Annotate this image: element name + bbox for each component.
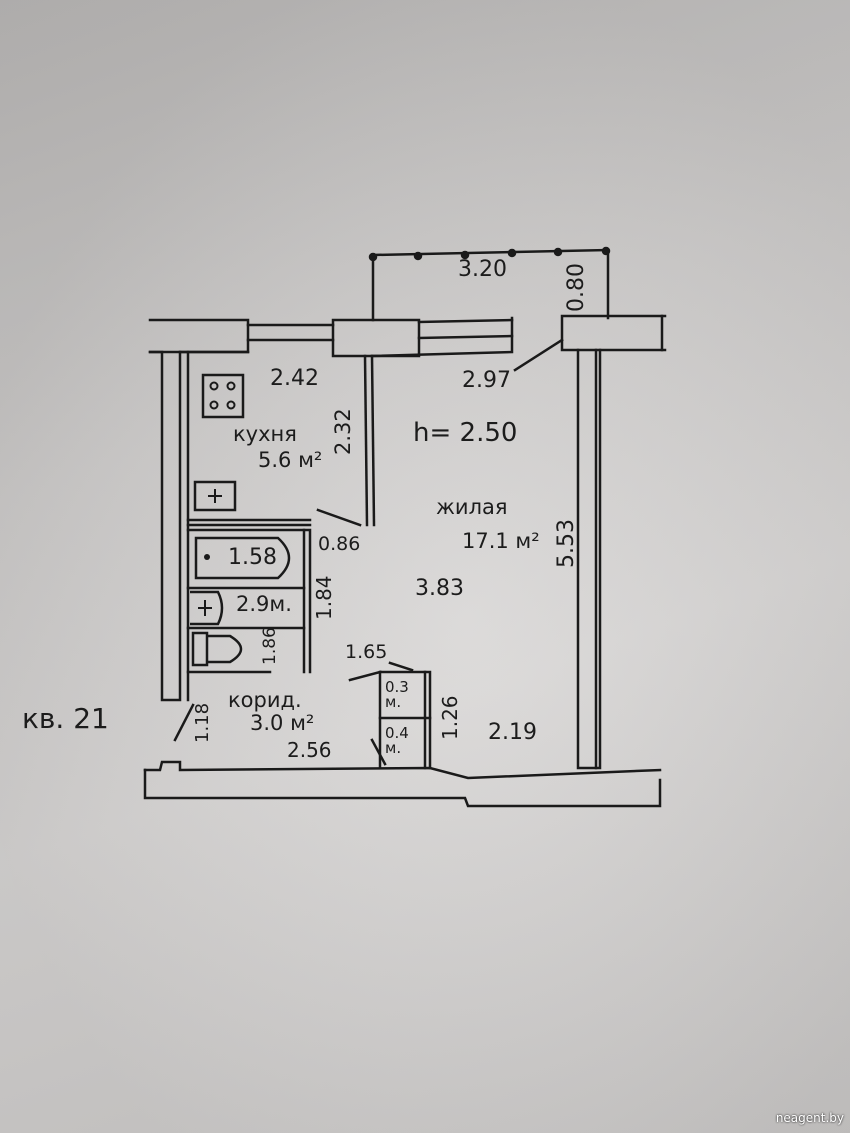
dim-bath-length: 1.58 <box>228 545 277 570</box>
apartment-label: кв. 21 <box>22 702 109 735</box>
bathroom-block <box>186 528 312 674</box>
kitchen-area: 5.6 м² <box>258 448 323 472</box>
dim-kitchen-width: 2.42 <box>270 366 319 391</box>
dim-living-mid-width: 3.83 <box>415 576 464 601</box>
dim-balcony-depth: 0.80 <box>564 263 589 312</box>
leader-line <box>513 338 564 372</box>
dim-living-depth: 5.53 <box>554 519 579 568</box>
dim-living-width-top: 2.97 <box>462 368 511 393</box>
bottom-wall <box>143 760 662 808</box>
dim-balcony-width: 3.20 <box>458 257 507 282</box>
closet-2-area: 0.4 м. <box>385 724 409 757</box>
dim-door-width: 0.86 <box>318 533 361 555</box>
dim-corridor-width: 2.56 <box>287 738 332 762</box>
dim-entry-depth: 1.18 <box>192 702 213 743</box>
dim-wc-depth: 1.86 <box>260 627 280 665</box>
dim-kitchen-depth: 2.32 <box>331 408 355 455</box>
corridor-name: корид. <box>228 688 302 712</box>
balcony <box>368 246 611 322</box>
kitchen-name: кухня <box>233 422 297 446</box>
dim-bath-depth: 1.84 <box>312 575 336 620</box>
kitchen-partition <box>186 354 376 527</box>
dim-corridor-inner: 1.65 <box>345 641 388 663</box>
top-wall <box>148 314 667 358</box>
stove-icon <box>201 373 245 419</box>
corridor-closets <box>173 661 432 770</box>
toilet-icon <box>191 631 243 667</box>
watermark: neagent.by <box>775 1111 844 1125</box>
basin-icon <box>190 590 224 626</box>
living-name: жилая <box>436 495 508 519</box>
living-area: 17.1 м² <box>462 529 540 553</box>
kitchen-sink-icon <box>193 480 237 512</box>
bath-area: 2.9м. <box>236 592 292 616</box>
closet-1-area: 0.3 м. <box>385 678 409 711</box>
dim-living-width-bottom: 2.19 <box>488 720 537 745</box>
right-wall <box>576 348 602 770</box>
dim-closet-depth: 1.26 <box>438 695 462 740</box>
ceiling-height: h= 2.50 <box>413 418 518 448</box>
corridor-area: 3.0 м² <box>250 711 315 735</box>
bathtub-icon <box>194 536 291 580</box>
